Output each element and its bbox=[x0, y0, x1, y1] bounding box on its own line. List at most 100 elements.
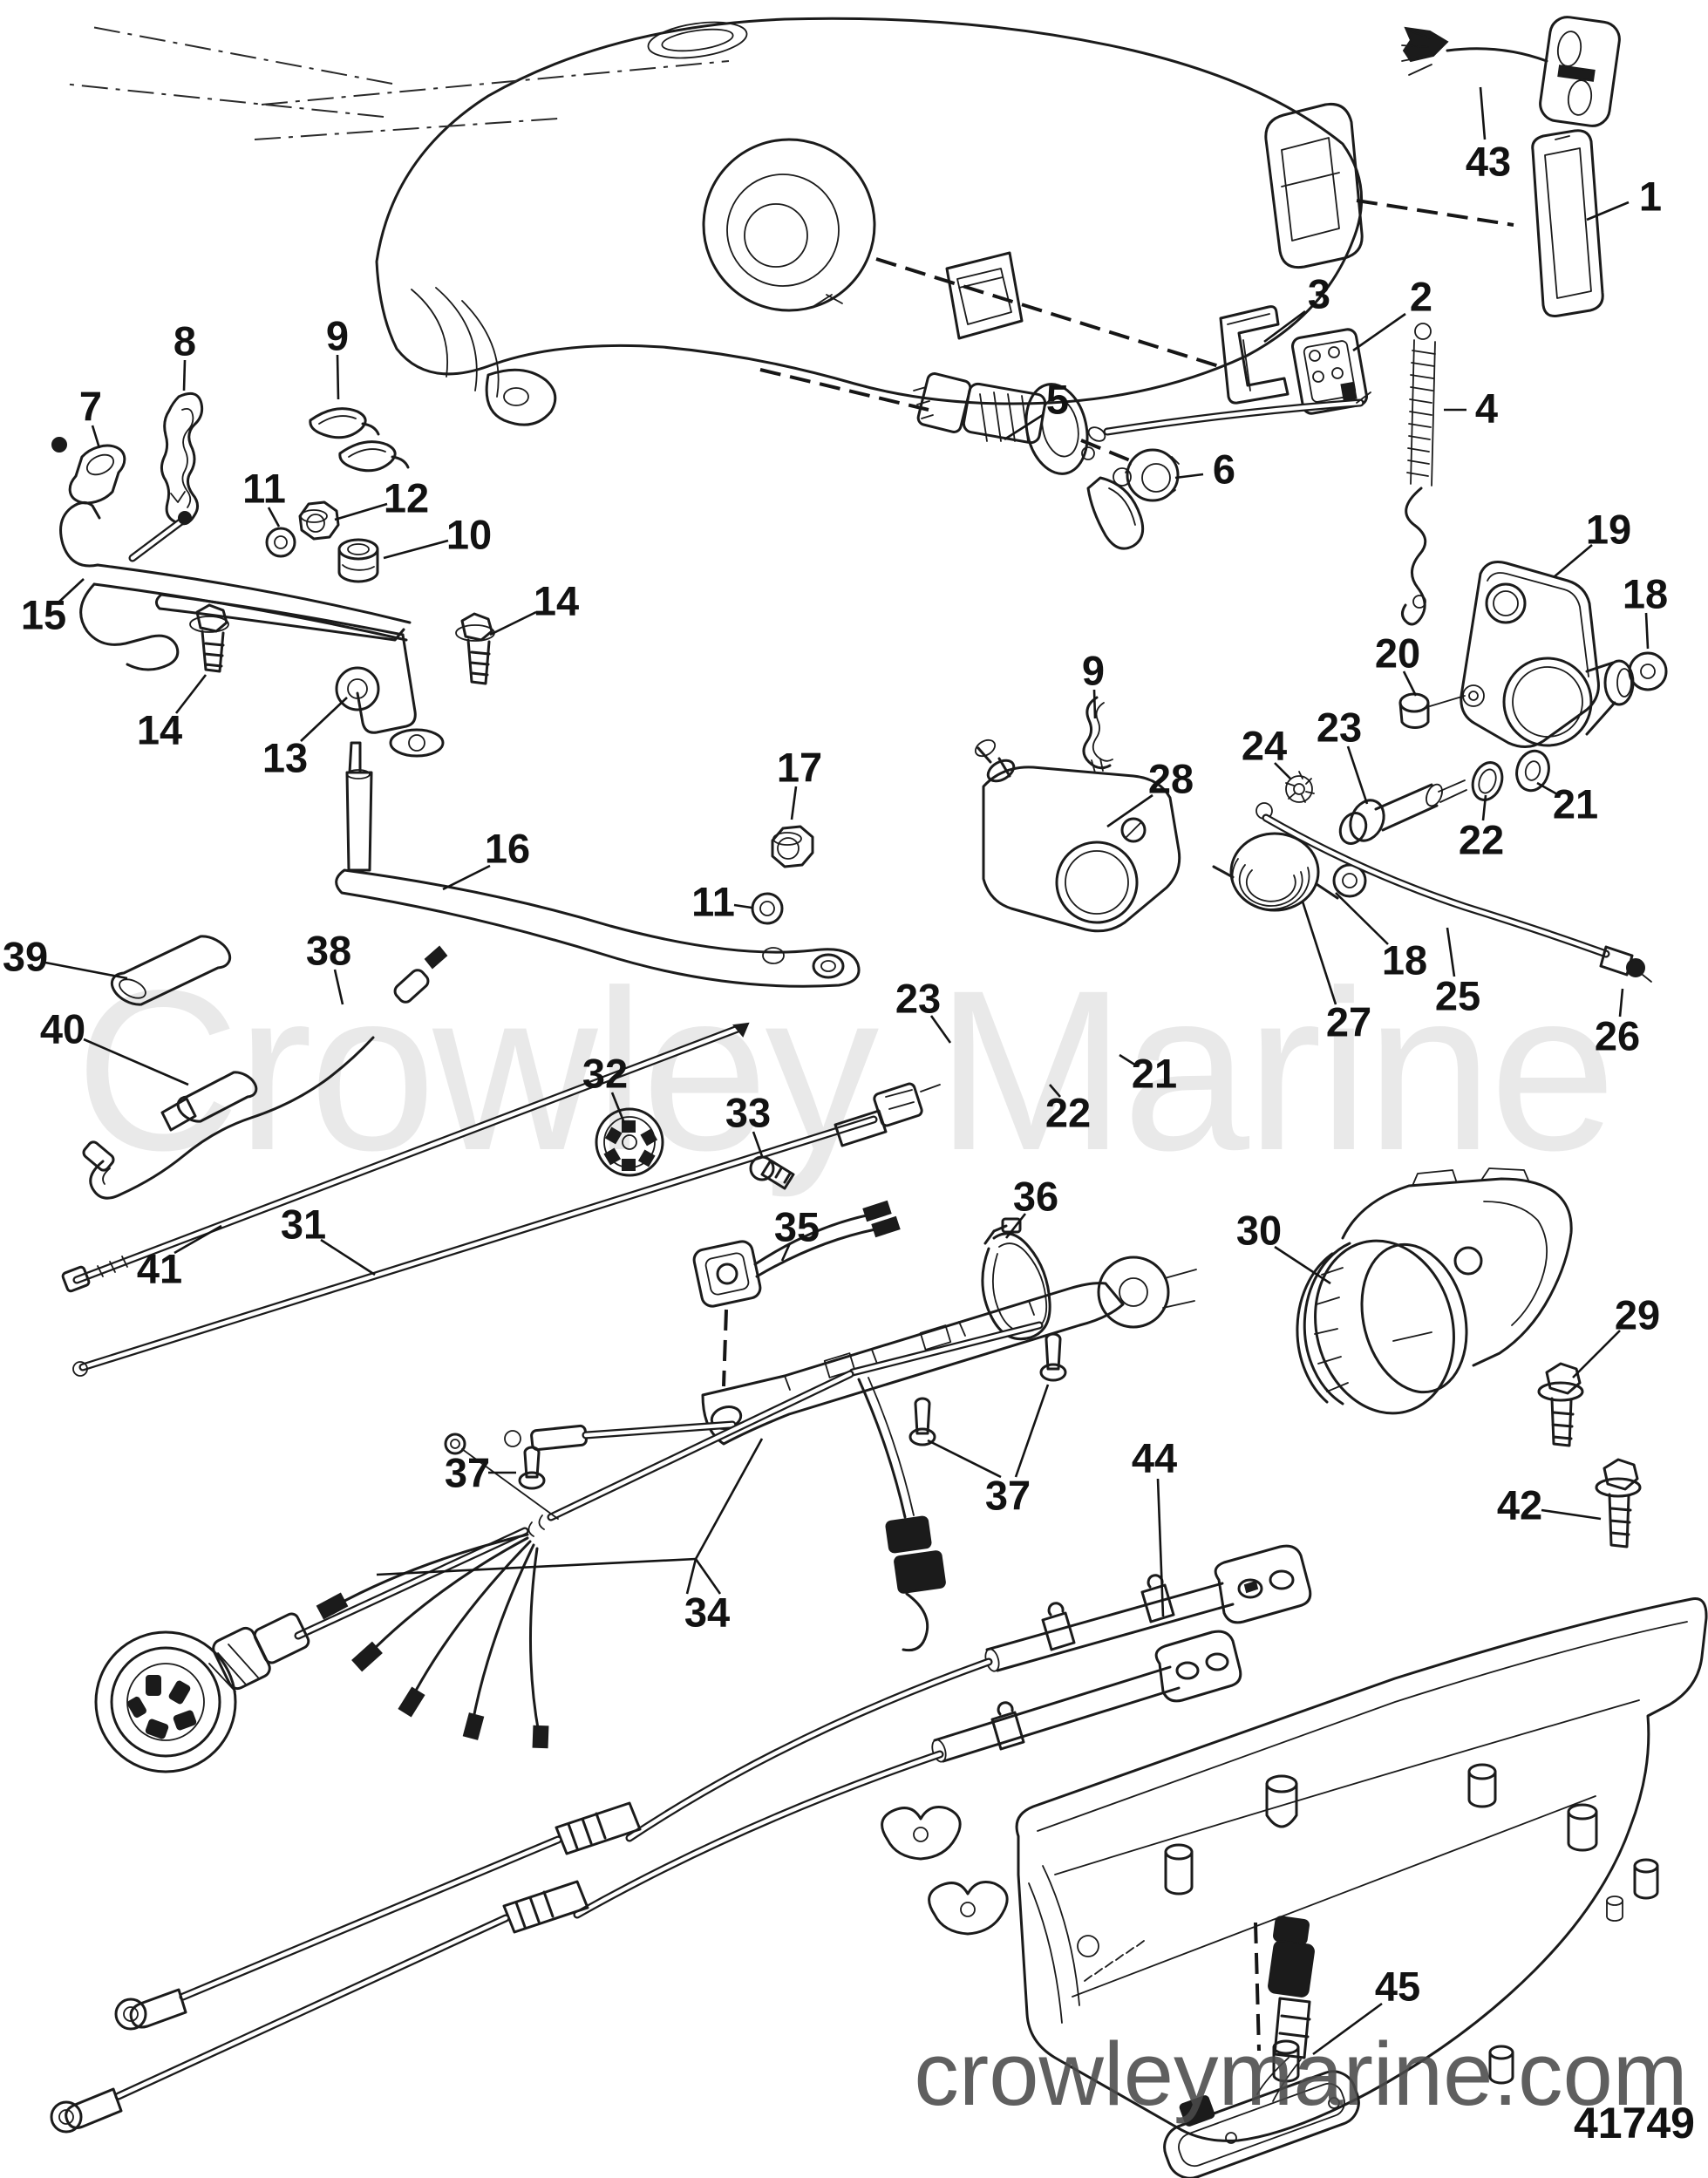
callout-leader-line bbox=[1553, 544, 1593, 578]
stop-switch-module bbox=[1087, 328, 1371, 442]
callout-leader-line bbox=[1119, 1053, 1137, 1067]
callout-leader-line bbox=[1106, 793, 1153, 828]
callout-number: 29 bbox=[1615, 1292, 1660, 1338]
locknut-17 bbox=[771, 825, 814, 868]
callout-14: 14 bbox=[137, 674, 208, 753]
callout-leader-line bbox=[780, 1242, 792, 1262]
callout-number: 22 bbox=[1045, 1090, 1091, 1136]
throttle-cable-31 bbox=[72, 1082, 941, 1377]
callout-number: 9 bbox=[1082, 648, 1105, 694]
washer-11b bbox=[751, 892, 784, 925]
callout-number: 24 bbox=[1242, 723, 1287, 769]
callout-number: 33 bbox=[725, 1090, 771, 1136]
callout-leader-line bbox=[174, 1224, 222, 1255]
callout-39: 39 bbox=[3, 934, 128, 980]
sleeve-bolt-23a bbox=[1338, 779, 1467, 845]
callout-leader-line bbox=[694, 1558, 722, 1595]
callout-leader-line bbox=[83, 1038, 189, 1086]
callout-number: 9 bbox=[326, 313, 349, 359]
callout-number: 22 bbox=[1459, 817, 1504, 863]
callout-26: 26 bbox=[1595, 988, 1640, 1059]
callout-leader-line bbox=[182, 359, 187, 391]
callout-leader-line bbox=[1004, 1213, 1027, 1239]
washer-21a bbox=[1515, 749, 1550, 793]
callout-leader-line bbox=[1156, 1478, 1165, 1617]
callout-10: 10 bbox=[383, 512, 492, 560]
callout-leader-line bbox=[1301, 901, 1337, 1005]
callout-leader-line bbox=[1274, 762, 1291, 779]
callout-leader-line bbox=[1479, 86, 1487, 140]
wiring-harness-34 bbox=[94, 1321, 1044, 1773]
pivot-bushing bbox=[68, 444, 126, 505]
callout-leader-line bbox=[1402, 670, 1418, 697]
callout-33: 33 bbox=[725, 1090, 771, 1157]
bezel-cap bbox=[1125, 448, 1180, 502]
callout-40: 40 bbox=[40, 1006, 189, 1086]
callout-leader-line bbox=[320, 1238, 376, 1276]
callout-32: 32 bbox=[582, 1051, 628, 1124]
callout-number: 8 bbox=[174, 318, 196, 364]
callout-leader-line bbox=[336, 354, 340, 400]
neutral-switch-35 bbox=[692, 1200, 901, 1308]
rod-end-26 bbox=[1599, 945, 1652, 983]
screw-37-right-1 bbox=[908, 1397, 936, 1446]
callout-leader-line bbox=[929, 1015, 952, 1044]
locknut-12 bbox=[298, 500, 340, 541]
callout-17: 17 bbox=[777, 745, 822, 820]
callout-number: 42 bbox=[1497, 1482, 1542, 1528]
callout-16: 16 bbox=[442, 826, 530, 891]
callout-leader-line bbox=[1014, 1384, 1050, 1478]
callout-number: 18 bbox=[1623, 571, 1668, 617]
callout-leader-line bbox=[733, 903, 752, 909]
callout-18: 18 bbox=[1623, 571, 1668, 650]
callout-number: 37 bbox=[985, 1473, 1031, 1519]
washer-13 bbox=[335, 666, 380, 711]
sleeve-tube-39 bbox=[110, 935, 232, 1006]
callout-25: 25 bbox=[1435, 927, 1480, 1019]
throttle-bracket-19 bbox=[1460, 561, 1635, 748]
callout-number: 12 bbox=[384, 475, 429, 521]
callout-number: 43 bbox=[1466, 139, 1511, 185]
oring-22a bbox=[1471, 761, 1504, 801]
callout-leader-line bbox=[1049, 1084, 1061, 1098]
callout-leader-line bbox=[300, 697, 348, 742]
callout-number: 20 bbox=[1375, 630, 1420, 677]
callout-number: 40 bbox=[40, 1006, 85, 1052]
callout-number: 36 bbox=[1013, 1174, 1058, 1220]
star-nut-24 bbox=[1285, 771, 1315, 803]
callout-31: 31 bbox=[281, 1201, 376, 1276]
callout-43: 43 bbox=[1466, 86, 1511, 185]
callout-21: 21 bbox=[1119, 1051, 1177, 1097]
callout-leader-line bbox=[1263, 310, 1306, 344]
steering-bracket-15 bbox=[51, 437, 445, 758]
cable-tie-36 bbox=[981, 1217, 1051, 1341]
sleeve-tube-40 bbox=[160, 1071, 258, 1132]
callout-leader-line bbox=[694, 1438, 764, 1560]
callout-leader-line bbox=[376, 1557, 697, 1576]
callout-19: 19 bbox=[1553, 507, 1631, 578]
callout-14: 14 bbox=[489, 578, 579, 636]
callout-number: 15 bbox=[21, 592, 66, 638]
flange-bolt-29 bbox=[1537, 1362, 1584, 1447]
callout-number: 37 bbox=[445, 1450, 490, 1496]
lower-cowl-pan bbox=[1015, 1596, 1708, 2142]
washer-18a bbox=[1628, 651, 1668, 691]
callout-8: 8 bbox=[174, 318, 196, 391]
callout-number: 5 bbox=[1046, 377, 1069, 423]
flange-bolt-14-left bbox=[189, 603, 229, 673]
callout-number: 4 bbox=[1475, 385, 1498, 432]
callout-number: 21 bbox=[1553, 781, 1598, 827]
callout-leader-line bbox=[174, 674, 208, 714]
tie-rod-41 bbox=[61, 1022, 750, 1293]
bushing-20 bbox=[1398, 692, 1466, 730]
trim-sender-45 bbox=[1163, 1916, 1360, 2178]
callout-number: 6 bbox=[1213, 446, 1235, 493]
callout-number: 11 bbox=[242, 466, 286, 512]
twist-grip-assembly-30 bbox=[1296, 1167, 1573, 1415]
callout-37: 37 bbox=[445, 1450, 516, 1496]
callout-leader-line bbox=[1092, 689, 1097, 719]
callout-35: 35 bbox=[774, 1204, 820, 1262]
callout-leader-line bbox=[1446, 927, 1456, 977]
callout-number: 1 bbox=[1639, 174, 1662, 220]
